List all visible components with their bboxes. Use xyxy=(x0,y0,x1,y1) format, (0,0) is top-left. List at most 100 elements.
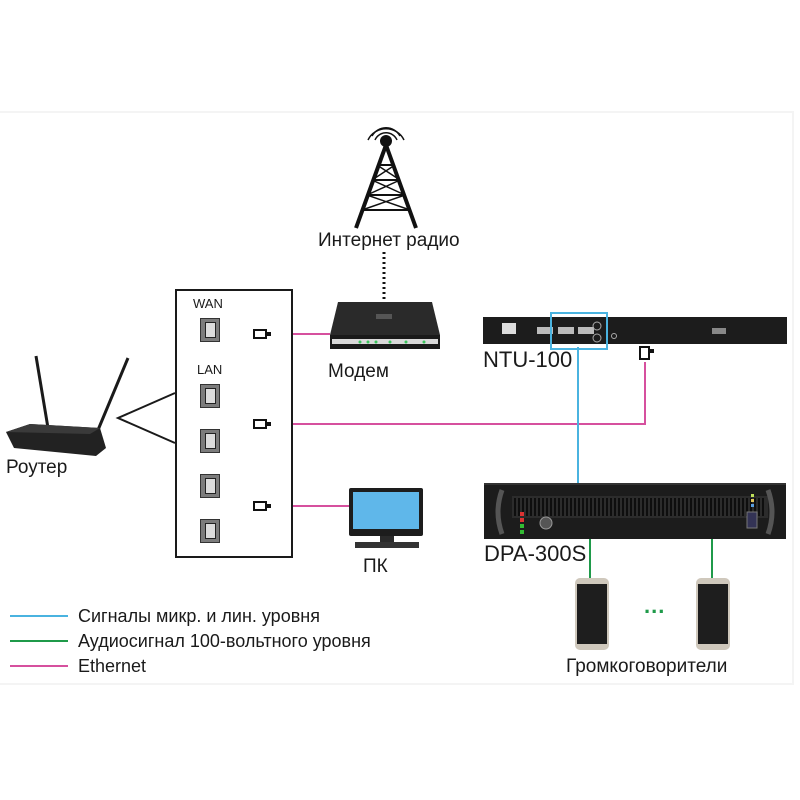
network-audio-unit-icon xyxy=(483,312,787,350)
lan-port-2[interactable] xyxy=(200,429,220,453)
amp-vent-slot xyxy=(578,498,580,516)
amp-vent-slot xyxy=(566,498,568,516)
amp-vent-slot xyxy=(558,498,560,516)
amp-vent-slot xyxy=(518,498,520,516)
amp-vent-slot xyxy=(666,498,668,516)
amp-vent-slot xyxy=(574,498,576,516)
legend-item-ethernet: Ethernet xyxy=(10,655,146,677)
amp-vent-slot xyxy=(710,498,712,516)
amp-vent-slot xyxy=(746,498,748,516)
ethernet-plug-icon xyxy=(253,501,271,511)
legend-swatch xyxy=(10,665,68,667)
amp-vent-slot xyxy=(722,498,724,516)
amp-vent-slot xyxy=(526,498,528,516)
amp-vent-slot xyxy=(622,498,624,516)
amp-vent-slot xyxy=(686,498,688,516)
amp-vent-slot xyxy=(690,498,692,516)
ethernet-lan-to-ntu xyxy=(274,362,646,425)
amp-vent-slot xyxy=(706,498,708,516)
more-speakers-ellipsis: ... xyxy=(644,593,666,618)
amp-vent-slot xyxy=(546,498,548,516)
amp-vent-slot xyxy=(606,498,608,516)
amp-vent-slot xyxy=(754,498,756,516)
diagram-panel xyxy=(0,113,792,683)
amp-vent-slot xyxy=(570,498,572,516)
amp-vent-slot xyxy=(630,498,632,516)
amp-vent-slot xyxy=(530,498,532,516)
amp-vent-slot xyxy=(586,498,588,516)
amp-vent-slot xyxy=(590,498,592,516)
amp-vent-slot xyxy=(670,498,672,516)
radio-tower-icon xyxy=(354,127,418,229)
amp-vent-slot xyxy=(514,498,516,516)
lan-port-3[interactable] xyxy=(200,474,220,498)
amp-vent-slot xyxy=(618,498,620,516)
amp-vent-slot xyxy=(534,498,536,516)
amp-vent-slot xyxy=(646,498,648,516)
modem-icon xyxy=(330,302,440,349)
lan-port-1[interactable] xyxy=(200,384,220,408)
amp-vent-slot xyxy=(602,498,604,516)
speakers-label: Громкоговорители xyxy=(566,656,728,677)
pc-label: ПК xyxy=(363,556,388,577)
amp-vent-slot xyxy=(626,498,628,516)
amp-vent-slot xyxy=(598,498,600,516)
amp-vent-slot xyxy=(654,498,656,516)
amp-vent-slot xyxy=(594,498,596,516)
modem-label: Модем xyxy=(328,361,389,382)
legend-swatch xyxy=(10,640,68,642)
amp-vent-slot xyxy=(642,498,644,516)
power-amplifier-icon xyxy=(484,483,786,539)
amp-vent-slot xyxy=(662,498,664,516)
router-icon xyxy=(6,355,130,456)
legend-swatch xyxy=(10,615,68,617)
amp-vent-slot xyxy=(610,498,612,516)
amp-vent-slot xyxy=(550,498,552,516)
legend-item-line-level: Сигналы микр. и лин. уровня xyxy=(10,605,320,627)
lan-label: LAN xyxy=(197,362,223,377)
amp-vent-slot xyxy=(682,498,684,516)
ethernet-plug-icon xyxy=(253,329,271,339)
legend-label: Сигналы микр. и лин. уровня xyxy=(78,605,320,626)
amp-vent-slot xyxy=(758,498,760,516)
amp-vent-slot xyxy=(702,498,704,516)
amp-vent-slot xyxy=(674,498,676,516)
amp-vent-slot xyxy=(634,498,636,516)
ethernet-plug-icon xyxy=(639,346,654,360)
ethernet-plug-icon xyxy=(253,419,271,429)
legend-item-100v: Аудиосигнал 100-вольтного уровня xyxy=(10,630,371,652)
legend-label: Ethernet xyxy=(78,655,147,676)
amp-vent-slot xyxy=(614,498,616,516)
amp-vent-slot xyxy=(522,498,524,516)
amp-vent-slot xyxy=(698,498,700,516)
amp-vent-slot xyxy=(538,498,540,516)
amp-vent-slot xyxy=(730,498,732,516)
amp-vent-slot xyxy=(638,498,640,516)
desktop-computer-icon xyxy=(349,488,423,548)
amp-vent-slot xyxy=(678,498,680,516)
amp-vent-slot xyxy=(582,498,584,516)
legend-label: Аудиосигнал 100-вольтного уровня xyxy=(78,630,371,651)
router-callout xyxy=(115,392,176,444)
amp-vent-slot xyxy=(742,498,744,516)
amp-vent-slot xyxy=(718,498,720,516)
amp-vent-slot xyxy=(554,498,556,516)
amp-vent-slot xyxy=(562,498,564,516)
router-label: Роутер xyxy=(6,457,68,478)
wan-label: WAN xyxy=(193,296,223,311)
column-speaker-icon xyxy=(696,578,730,650)
amp-vent-slot xyxy=(714,498,716,516)
amp-vent-slot xyxy=(726,498,728,516)
amp-vent-slot xyxy=(762,498,764,516)
lan-port-4[interactable] xyxy=(200,519,220,543)
amp-label: DPA-300S xyxy=(484,541,587,566)
amp-vent-slot xyxy=(738,498,740,516)
radio-label: Интернет радио xyxy=(318,230,460,251)
ntu-label: NTU-100 xyxy=(483,347,573,372)
amp-vent-slot xyxy=(658,498,660,516)
wan-port[interactable] xyxy=(200,318,220,342)
amp-vent-slot xyxy=(542,498,544,516)
amp-vent-slot xyxy=(734,498,736,516)
